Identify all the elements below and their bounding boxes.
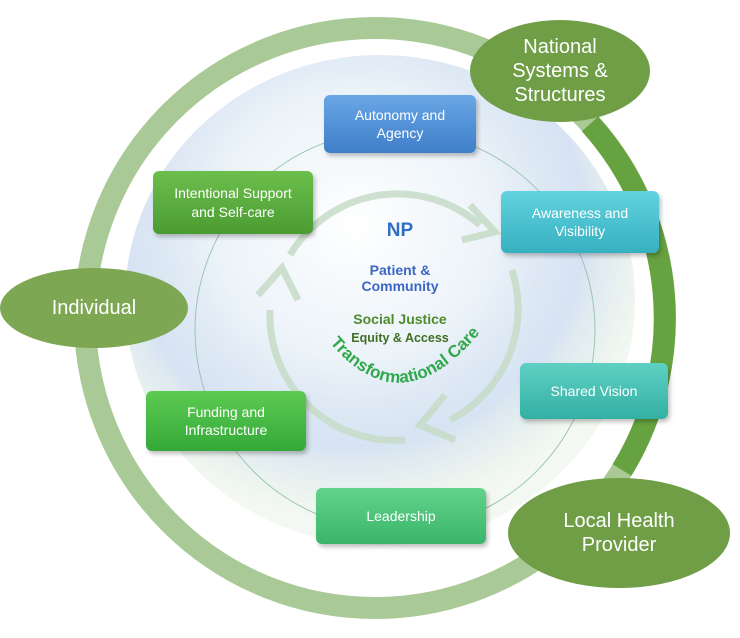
box-shared-vision: Shared Vision — [520, 363, 668, 419]
social-justice-label: Social Justice — [353, 311, 447, 327]
box-autonomy-agency: Autonomy and Agency — [324, 95, 476, 153]
box-intentional-support-label: Intentional Support and Self-care — [174, 185, 292, 220]
patient-community-label: Patient & Community — [361, 262, 439, 294]
box-leadership: Leadership — [316, 488, 486, 544]
oval-national-systems-label: National Systems & Structures — [512, 36, 608, 106]
box-funding-infrastructure-label: Funding and Infrastructure — [184, 403, 268, 438]
box-shared-vision-label: Shared Vision — [550, 382, 638, 399]
outer-ring-dark-segment — [581, 116, 676, 476]
box-autonomy-agency-label: Autonomy and Agency — [354, 106, 446, 141]
oval-local-health-provider-label: Local Health Provider — [563, 510, 675, 556]
box-funding-infrastructure: Funding and Infrastructure — [146, 391, 306, 451]
oval-local-health-provider: Local Health Provider — [508, 478, 730, 588]
oval-individual: Individual — [0, 268, 188, 348]
np-label: NP — [386, 220, 414, 241]
equity-access-label: Equity & Access — [351, 331, 449, 345]
box-awareness-visibility-label: Awareness and Visibility — [531, 204, 629, 239]
box-awareness-visibility: Awareness and Visibility — [501, 191, 659, 253]
oval-national-systems: National Systems & Structures — [470, 20, 650, 122]
box-intentional-support: Intentional Support and Self-care — [153, 171, 313, 234]
oval-individual-label: Individual — [51, 297, 137, 319]
transformational-care-text: Transformational Care — [327, 323, 483, 387]
box-leadership-label: Leadership — [366, 507, 436, 524]
